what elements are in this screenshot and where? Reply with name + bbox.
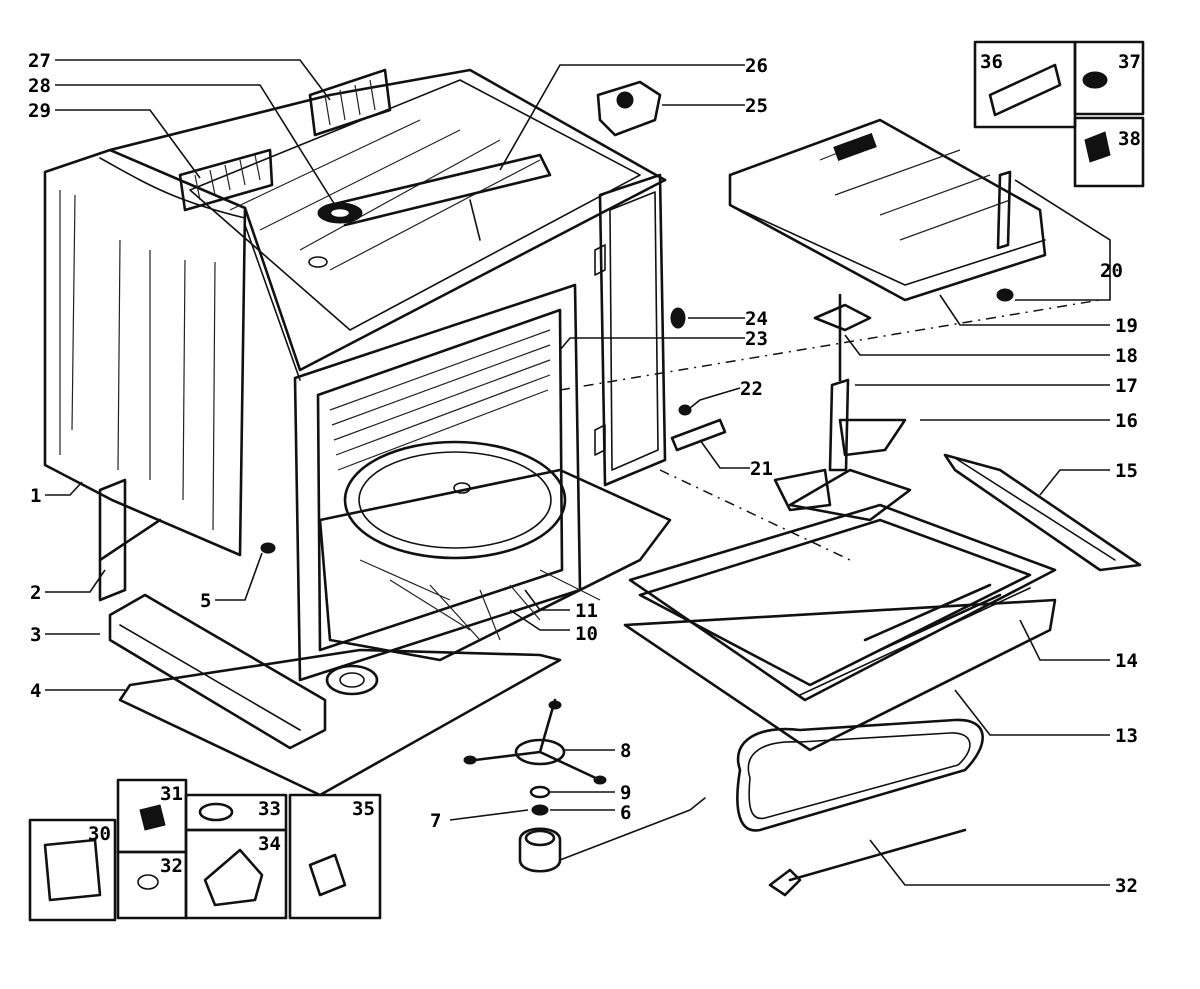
callout-11: 11 [575, 600, 598, 622]
callout-6: 6 [620, 802, 631, 824]
callout-32a: 32 [160, 855, 183, 877]
callout-32b: 32 [1115, 875, 1138, 897]
callout-36: 36 [980, 51, 1003, 73]
base-panels [98, 478, 562, 797]
callout-22: 22 [740, 378, 763, 400]
callout-9: 9 [620, 782, 631, 804]
callout-38: 38 [1118, 128, 1141, 150]
callout-18: 18 [1115, 345, 1138, 367]
centerline [659, 469, 851, 561]
callout-3: 3 [30, 624, 41, 646]
oven-cavity [293, 244, 672, 682]
callout-30: 30 [88, 823, 111, 845]
stirrer-assembly [773, 293, 912, 522]
callout-28: 28 [28, 75, 51, 97]
leader-lines [45, 59, 1111, 886]
callout-21: 21 [750, 458, 773, 480]
callout-10: 10 [575, 623, 598, 645]
centerline [559, 299, 1101, 391]
callout-17: 17 [1115, 375, 1138, 397]
callout-1: 1 [30, 485, 41, 507]
callout-23: 23 [745, 328, 768, 350]
callout-20: 20 [1100, 260, 1123, 282]
callout-19: 19 [1115, 315, 1138, 337]
bottom-plate [623, 453, 1142, 897]
callout-35: 35 [352, 798, 375, 820]
callout-4: 4 [30, 680, 41, 702]
callout-34: 34 [258, 833, 281, 855]
callout-26: 26 [745, 55, 768, 77]
callout-5: 5 [200, 590, 211, 612]
callout-8: 8 [620, 740, 631, 762]
small-parts [260, 307, 727, 554]
callout-2: 2 [30, 582, 41, 604]
inset-boxes [28, 40, 1145, 922]
callout-13: 13 [1115, 725, 1138, 747]
callout-labels: 1 2 3 4 5 11 10 7 8 9 6 13 14 15 16 17 1… [28, 50, 1141, 897]
callout-29: 29 [28, 100, 51, 122]
callout-14: 14 [1115, 650, 1138, 672]
callout-27: 27 [28, 50, 51, 72]
control-panel-assembly [728, 118, 1047, 302]
turntable-motor-parts [463, 698, 706, 873]
outer-cabinet-wrapper [43, 68, 667, 557]
callout-31: 31 [160, 783, 183, 805]
callout-24: 24 [745, 308, 768, 330]
callout-25: 25 [745, 95, 768, 117]
callout-15: 15 [1115, 460, 1138, 482]
callout-16: 16 [1115, 410, 1138, 432]
callout-37: 37 [1118, 51, 1141, 73]
callout-33: 33 [258, 798, 281, 820]
callout-7: 7 [430, 810, 441, 832]
